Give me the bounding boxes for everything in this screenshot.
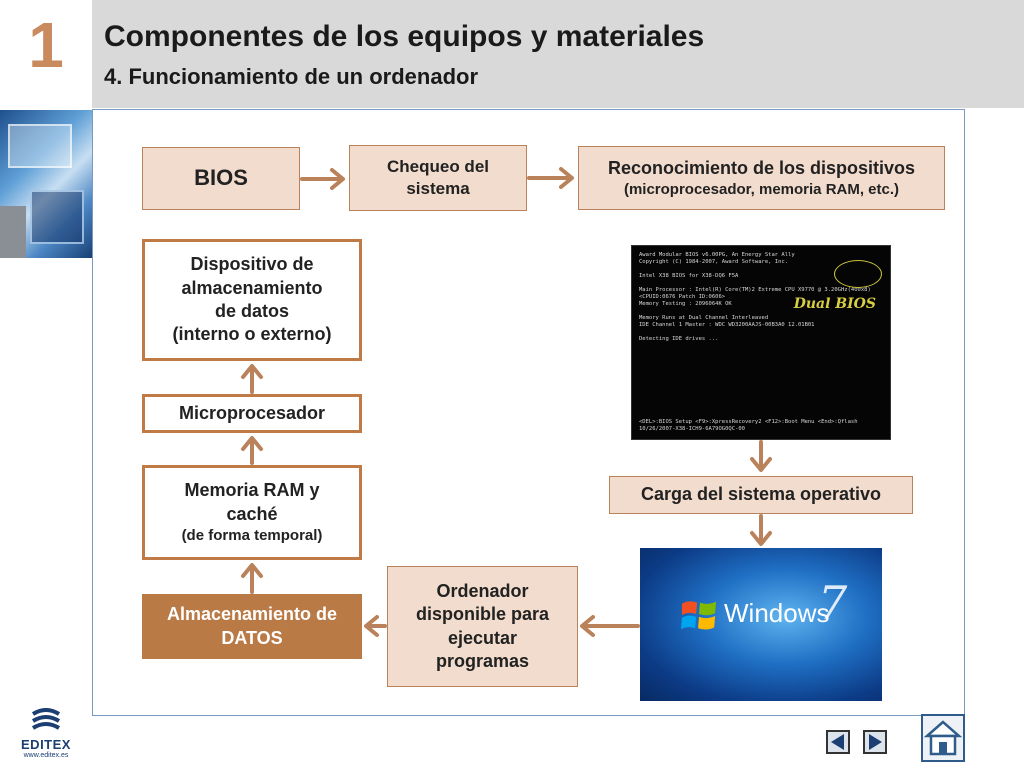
previous-button[interactable]: [826, 730, 850, 754]
carga-box: Carga del sistema operativo: [609, 476, 913, 514]
home-button[interactable]: [921, 714, 965, 762]
chequeo-line1: Chequeo del: [386, 156, 489, 176]
microprocesador-label: Microprocesador: [178, 402, 326, 423]
arrow-almacenamiento-to-memoria: [241, 563, 263, 594]
ordenador-line3: ejecutar: [447, 627, 518, 648]
bios-line: Memory Runs at Dual Channel Interleaved: [639, 315, 769, 321]
ordenador-box: Ordenador disponible para ejecutar progr…: [387, 566, 578, 687]
home-icon: [923, 720, 963, 756]
bios-line: Award Modular BIOS v6.00PG, An Energy St…: [639, 252, 795, 258]
next-button[interactable]: [863, 730, 887, 754]
ordenador-line4: programas: [435, 650, 530, 671]
bios-screenshot: Award Modular BIOS v6.00PG, An Energy St…: [631, 245, 891, 440]
ordenador-line1: Ordenador: [436, 580, 529, 601]
energy-star-logo: [834, 260, 882, 288]
bios-box: BIOS: [142, 147, 300, 210]
arrow-windows-to-ordenador: [580, 615, 640, 637]
arrow-screen-to-carga: [750, 440, 772, 472]
dispositivo-line4: (interno o externo): [172, 324, 332, 345]
windows-version: 7: [818, 576, 848, 630]
editex-logo-label: EDITEX: [21, 737, 71, 752]
bios-line: Copyright (C) 1984-2007, Award Software,…: [639, 259, 789, 265]
arrow-chequeo-to-reconocimiento: [527, 167, 574, 189]
reconocimiento-box: Reconocimiento de los dispositivos (micr…: [578, 146, 945, 210]
bios-line: Intel X38 BIOS for X38-DQ6 F5A: [639, 273, 739, 279]
almacenamiento-datos-box: Almacenamiento de DATOS: [142, 594, 362, 659]
dispositivo-line3: de datos: [214, 301, 289, 321]
bios-line: Detecting IDE drives ...: [639, 336, 719, 342]
gray-block: [0, 206, 26, 258]
triangle-right-icon: [869, 734, 882, 750]
editex-logo-icon: [31, 708, 61, 730]
dual-bios-label: Dual BIOS: [793, 296, 876, 312]
bios-bottom-line1: <DEL>:BIOS Setup <F9>:XpressRecovery2 <F…: [639, 419, 858, 425]
bios-footer: <DEL>:BIOS Setup <F9>:XpressRecovery2 <F…: [639, 419, 858, 433]
page-title: Componentes de los equipos y materiales: [104, 20, 705, 53]
editex-logo: EDITEX www.editex.es: [16, 708, 76, 764]
page-subtitle: 4. Funcionamiento de un ordenador: [104, 64, 479, 89]
dispositivo-line2: almacenamiento: [181, 277, 323, 298]
bios-line: Main Processor : Intel(R) Core(TM)2 Extr…: [639, 287, 871, 293]
windows-flag-icon: [680, 601, 717, 630]
bios-line: IDE Channel 1 Master : WDC WD3200AAJS-00…: [639, 322, 815, 328]
windows-label: Windows: [724, 598, 830, 628]
memoria-line3: (de forma temporal): [181, 527, 323, 545]
chip-shape-2: [30, 190, 84, 244]
arrow-bios-to-chequeo: [300, 168, 345, 190]
bios-text-lines: Award Modular BIOS v6.00PG, An Energy St…: [639, 252, 883, 343]
dispositivo-box: Dispositivo de almacenamiento de datos (…: [142, 239, 362, 361]
editex-url: www.editex.es: [23, 752, 69, 759]
almacenamiento-datos-line2: DATOS: [221, 627, 283, 648]
arrow-microprocesador-to-dispositivo: [241, 364, 263, 394]
almacenamiento-datos-line1: Almacenamiento de: [166, 604, 338, 625]
memoria-box: Memoria RAM y caché (de forma temporal): [142, 465, 362, 560]
memoria-line2: caché: [226, 503, 278, 524]
microprocesador-box: Microprocesador: [142, 394, 362, 433]
bios-line: Memory Testing : 2096064K OK: [639, 301, 732, 307]
bios-line: <CPUID:0676 Patch ID:0606>: [639, 294, 726, 300]
ordenador-line2: disponible para: [415, 604, 550, 625]
carga-label: Carga del sistema operativo: [640, 484, 882, 505]
reconocimiento-line1: Reconocimiento de los dispositivos: [607, 157, 916, 178]
bios-label: BIOS: [194, 165, 248, 191]
reconocimiento-line2: (microprocesador, memoria RAM, etc.): [623, 180, 900, 198]
arrow-carga-to-windows: [750, 514, 772, 546]
chapter-box: 1: [0, 0, 92, 108]
arrow-memoria-to-microprocesador: [241, 436, 263, 465]
dispositivo-line1: Dispositivo de: [190, 254, 314, 275]
chapter-number: 1: [28, 9, 64, 81]
header-bar: [0, 0, 1024, 108]
triangle-left-icon: [831, 734, 844, 750]
memoria-line1: Memoria RAM y: [184, 480, 320, 501]
chip-shape: [8, 124, 72, 168]
windows-7-image: Windows 7: [640, 548, 882, 701]
arrow-ordenador-to-almacenamiento: [364, 615, 387, 637]
bios-bottom-line2: 10/26/2007-X38-ICH9-6A79OG0QC-00: [639, 426, 745, 432]
chequeo-box: Chequeo del sistema: [349, 145, 527, 211]
chequeo-line2: sistema: [406, 179, 470, 198]
side-circuit-image: [0, 110, 94, 258]
